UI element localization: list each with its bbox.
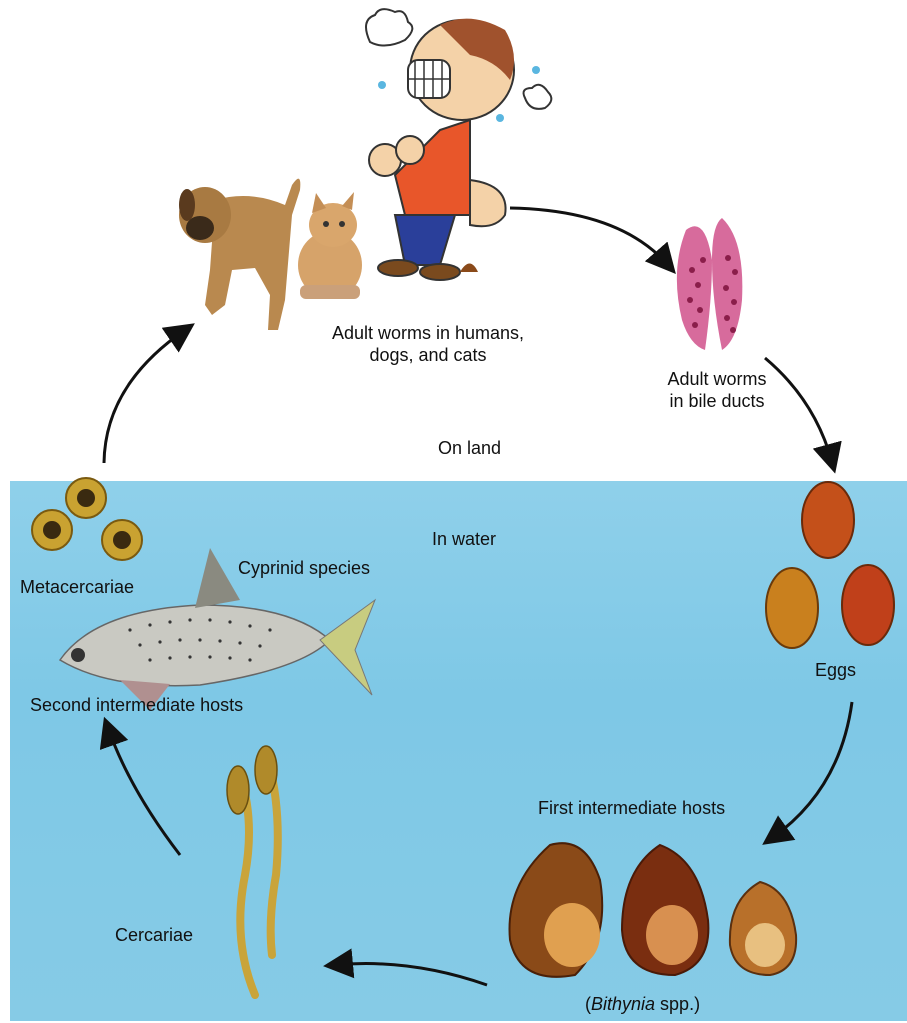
bithynia-rest: spp.): [655, 994, 700, 1014]
bile-line1: Adult worms: [652, 368, 782, 390]
metacercariae-label: Metacercariae: [20, 576, 134, 598]
bithynia-genus: Bithynia: [591, 994, 655, 1014]
cyprinid-label: Cyprinid species: [238, 557, 370, 579]
cercariae-image: [227, 746, 278, 995]
arrow-human-to-bile: [510, 208, 668, 265]
adult-hosts-line2: dogs, and cats: [308, 344, 548, 366]
arrow-cercariae-to-fish: [108, 728, 180, 855]
snails-image: [510, 843, 797, 977]
on-land-label: On land: [438, 437, 501, 459]
bithynia-label: (Bithynia spp.): [585, 993, 700, 1015]
cercariae-label: Cercariae: [115, 924, 193, 946]
adult-worms-image: [677, 218, 742, 350]
second-hosts-label: Second intermediate hosts: [30, 694, 243, 716]
metacercariae-image: [32, 478, 142, 560]
cat-image: [298, 192, 362, 299]
in-water-label: In water: [432, 528, 496, 550]
bile-ducts-label: Adult worms in bile ducts: [652, 368, 782, 412]
arrow-eggs-to-snails: [772, 702, 852, 838]
arrow-fish-to-mammals: [104, 330, 185, 463]
human-cartoon: [366, 9, 551, 280]
bile-line2: in bile ducts: [652, 390, 782, 412]
arrow-snails-to-cercariae: [335, 964, 487, 985]
first-hosts-label: First intermediate hosts: [538, 797, 725, 819]
eggs-image: [766, 482, 894, 648]
adult-hosts-label: Adult worms in humans, dogs, and cats: [308, 322, 548, 366]
dog-image: [179, 179, 300, 330]
adult-hosts-line1: Adult worms in humans,: [308, 322, 548, 344]
eggs-label: Eggs: [815, 659, 856, 681]
